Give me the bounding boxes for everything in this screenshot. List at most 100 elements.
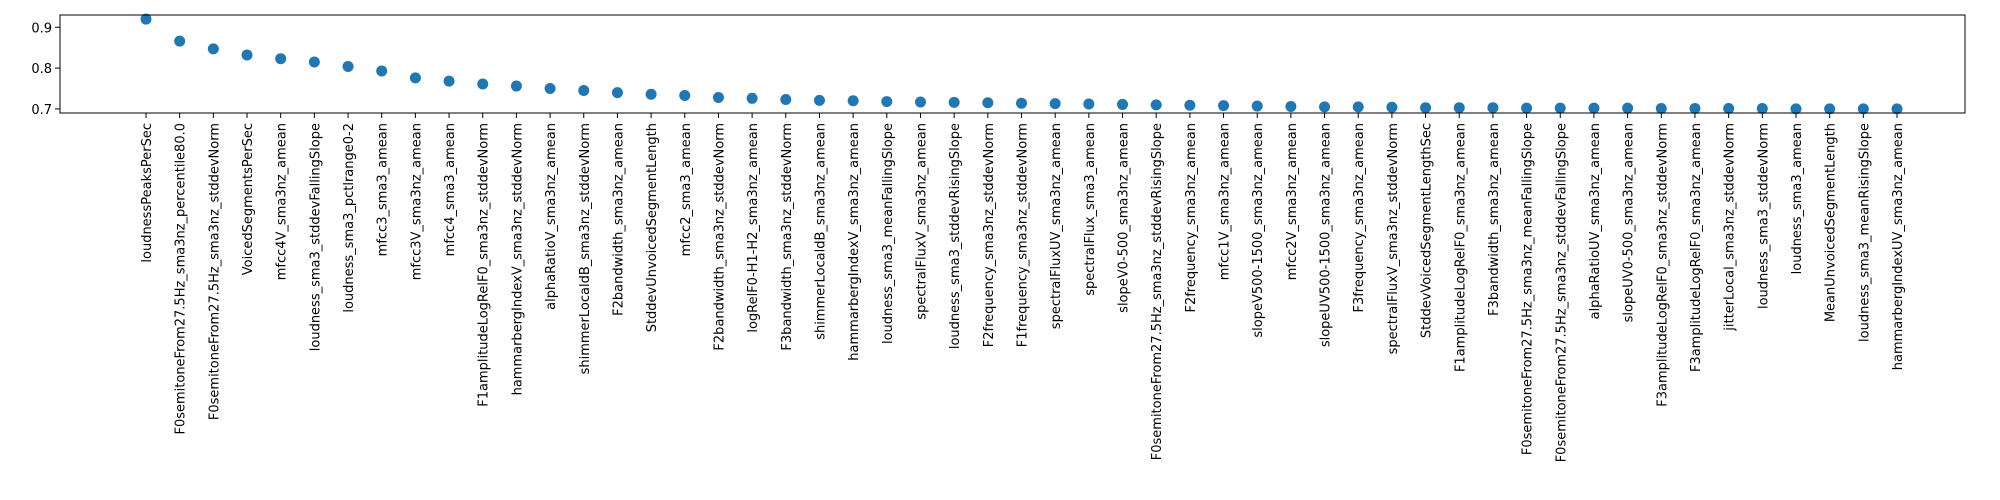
x-tick-label: alphaRatioUV_sma3nz_amean	[1588, 123, 1603, 319]
x-tick-label: slopeV500-1500_sma3nz_amean	[1251, 123, 1266, 338]
data-point	[847, 95, 859, 107]
data-point	[1453, 102, 1465, 114]
data-point	[510, 80, 522, 92]
x-tick-label: mfcc2_sma3_amean	[679, 123, 694, 256]
data-point	[1083, 98, 1095, 110]
y-tick-label: 0.7	[31, 103, 52, 118]
data-point	[342, 60, 354, 72]
x-tick-label: F1frequency_sma3nz_stddevNorm	[1016, 123, 1031, 347]
data-point	[611, 87, 623, 99]
data-point	[275, 53, 287, 65]
x-tick-label: StddevUnvoicedSegmentLength	[645, 123, 660, 332]
x-tick-label: slopeUV500-1500_sma3nz_amean	[1319, 123, 1334, 347]
data-point	[1016, 97, 1027, 109]
x-tick-label: logRelF0-H1-H2_sma3nz_amean	[746, 123, 761, 333]
data-point	[1150, 99, 1162, 111]
x-tick-label: shimmerLocaldB_sma3nz_stddevNorm	[578, 123, 593, 374]
data-point	[1352, 101, 1364, 113]
data-point	[1319, 101, 1331, 113]
data-point	[477, 78, 489, 90]
data-point	[982, 97, 994, 109]
x-tick-label: mfcc3V_sma3nz_amean	[409, 123, 424, 280]
data-point	[1420, 102, 1432, 114]
data-points	[140, 13, 1903, 115]
x-tick-label: loudness_sma3_meanFallingSlope	[881, 123, 896, 344]
x-tick-label: F0semitoneFrom27.5Hz_sma3nz_meanFallingS…	[1521, 123, 1536, 455]
x-tick-label: loudness_sma3_stddevFallingSlope	[308, 123, 323, 351]
x-tick-label: loudness_sma3_stddevNorm	[1756, 123, 1771, 309]
x-tick-label: loudnessPeaksPerSec	[140, 123, 155, 263]
x-tick-label: MeanUnvoicedSegmentLength	[1824, 123, 1839, 322]
y-tick-label: 0.8	[31, 62, 52, 77]
data-point	[1049, 98, 1061, 110]
x-tick-label: StddevVoicedSegmentLengthSec	[1420, 123, 1435, 338]
data-point	[1386, 101, 1398, 113]
data-point	[241, 49, 253, 61]
y-tick-label: 0.9	[31, 21, 52, 36]
x-tick-label: mfcc4_sma3_amean	[443, 123, 458, 256]
x-tick-label: mfcc3_sma3_amean	[376, 123, 391, 256]
x-tick-label: F0semitoneFrom27.5Hz_sma3nz_stddevRising…	[1150, 123, 1165, 460]
x-tick-label: F2bandwidth_sma3nz_amean	[611, 123, 626, 316]
x-tick-label: F2frequency_sma3nz_stddevNorm	[982, 123, 997, 347]
data-point	[948, 96, 960, 108]
x-tick-label: mfcc1V_sma3nz_amean	[1218, 123, 1233, 280]
x-tick-label: F1amplitudeLogRelF0_sma3nz_amean	[1453, 123, 1468, 372]
x-tick-label: F3amplitudeLogRelF0_sma3nz_amean	[1689, 123, 1704, 372]
x-tick-label: spectralFluxV_sma3nz_stddevNorm	[1386, 123, 1401, 354]
data-point	[746, 92, 758, 104]
x-tick-label: hammarbergIndexV_sma3nz_amean	[847, 123, 862, 361]
data-point	[645, 88, 657, 100]
data-point	[1588, 102, 1600, 114]
x-tick-label: loudness_sma3_amean	[1790, 123, 1805, 274]
data-point	[544, 83, 556, 94]
x-tick-labels: loudnessPeaksPerSec F0semitoneFrom27.5Hz_…	[140, 113, 1906, 462]
x-tick-label: F3amplitudeLogRelF0_sma3nz_stddevNorm	[1655, 123, 1670, 407]
x-tick-label: alphaRatioV_sma3nz_amean	[544, 123, 559, 310]
x-tick-label: loudness_sma3_stddevRisingSlope	[948, 123, 963, 349]
data-point	[813, 94, 825, 106]
data-point	[578, 85, 590, 97]
data-point	[914, 96, 926, 108]
data-point	[1756, 103, 1768, 115]
data-point	[1857, 103, 1869, 115]
data-point	[1251, 100, 1263, 112]
x-tick-label: mfcc2V_sma3nz_amean	[1285, 123, 1300, 280]
data-point	[1723, 103, 1735, 115]
data-point	[308, 56, 320, 68]
x-tick-label: F3bandwidth_sma3nz_stddevNorm	[780, 123, 795, 351]
x-tick-label: F0semitoneFrom27.5Hz_sma3nz_percentile80…	[174, 123, 189, 435]
x-tick-label: VoicedSegmentsPerSec	[241, 123, 256, 275]
data-point	[1285, 100, 1297, 112]
x-tick-label: hammarbergIndexV_sma3nz_stddevNorm	[510, 123, 525, 395]
data-point	[443, 75, 455, 87]
x-tick-label: F2frequency_sma3nz_amean	[1184, 123, 1199, 313]
data-point	[712, 91, 724, 103]
x-tick-label: F3frequency_sma3nz_amean	[1352, 123, 1367, 313]
x-tick-label: jitterLocal_sma3nz_stddevNorm	[1723, 123, 1738, 332]
data-point	[1655, 103, 1667, 115]
x-tick-label: slopeUV0-500_sma3nz_amean	[1622, 123, 1637, 322]
x-tick-label: spectralFluxUV_sma3nz_amean	[1049, 123, 1064, 329]
x-tick-label: F0semitoneFrom27.5Hz_sma3nz_stddevFallin…	[1554, 123, 1569, 462]
data-point	[1689, 103, 1701, 115]
x-tick-label: F1amplitudeLogRelF0_sma3nz_stddevNorm	[477, 123, 492, 407]
data-point	[1487, 102, 1499, 114]
data-point	[1117, 98, 1129, 110]
data-point	[1891, 103, 1903, 115]
data-point	[409, 72, 421, 84]
data-point	[1184, 99, 1196, 111]
x-tick-label: F2bandwidth_sma3nz_stddevNorm	[712, 123, 727, 351]
data-point	[140, 13, 152, 25]
data-point	[1521, 102, 1533, 114]
x-tick-label: shimmerLocaldB_sma3nz_amean	[813, 123, 828, 340]
x-tick-label: F0semitoneFrom27.5Hz_sma3nz_stddevNorm	[207, 123, 222, 420]
x-tick-label: loudness_sma3_meanRisingSlope	[1857, 123, 1872, 342]
x-tick-label: mfcc4V_sma3nz_amean	[275, 123, 290, 280]
data-point	[1218, 100, 1230, 112]
x-tick-label: F3bandwidth_sma3nz_amean	[1487, 123, 1502, 316]
y-axis: 0.7 0.8 0.9	[31, 21, 60, 118]
plot-frame	[59, 14, 1966, 114]
x-tick-label: hammarbergIndexUV_sma3nz_amean	[1891, 123, 1906, 370]
